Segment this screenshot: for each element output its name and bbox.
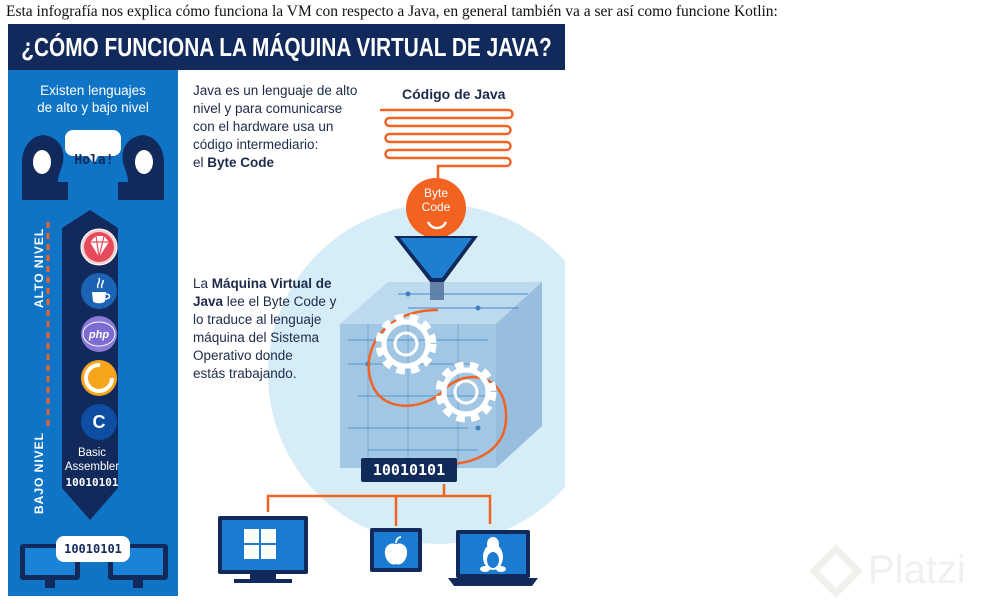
code-line <box>380 108 514 182</box>
java-description: Java es un lenguaje de alto nivel y para… <box>193 83 358 170</box>
caption-text: Esta infografía nos explica cómo funcion… <box>6 3 778 20</box>
byte-code-circle <box>406 178 466 238</box>
speech-bubble <box>65 130 121 156</box>
binary-bubble <box>56 536 130 562</box>
platzi-watermark <box>809 544 863 598</box>
byte-code-label-2: Code <box>422 200 451 214</box>
linux-laptop <box>448 530 538 586</box>
bottom-binary-text: 10010101 <box>64 542 122 556</box>
php-icon: php <box>88 329 109 341</box>
apple-icon <box>384 536 408 565</box>
jvm-graphic: Byte Code <box>218 108 565 586</box>
infographic-title: ¿CÓMO FUNCIONA LA MÁQUINA VIRTUAL DE JAV… <box>8 24 565 70</box>
java-code-title: Código de Java <box>402 86 506 102</box>
speech-text: Hola! <box>74 153 114 168</box>
basic-binary: 10010101 <box>66 476 119 489</box>
csharp-icon <box>84 363 114 393</box>
java-icon <box>92 277 111 304</box>
gear-icon <box>375 313 437 375</box>
windows-icon <box>244 529 276 559</box>
ruby-icon <box>90 236 109 257</box>
head-right-icon <box>118 135 164 200</box>
head-left-icon <box>22 135 68 200</box>
basic-label: Basic <box>78 447 106 459</box>
apple-monitor <box>370 528 422 572</box>
levels-graphic: php C Basic Assembler 10010101 1 <box>20 130 168 588</box>
levels-title: Existen lenguajes de alto y bajo nivel <box>37 83 149 115</box>
platzi-logo-icon <box>809 544 863 598</box>
windows-monitor <box>218 516 308 583</box>
byte-code-label-1: Byte <box>424 186 448 200</box>
language-levels-panel: Existen lenguajes de alto y bajo nivel <box>8 70 178 596</box>
assembler-label: Assembler <box>65 461 119 473</box>
gear-icon <box>435 361 497 423</box>
platzi-wordmark: Platzi <box>868 548 966 592</box>
vm-description: La Máquina Virtual de Java lee el Byte C… <box>193 276 337 381</box>
c-icon: C <box>93 412 106 432</box>
binary-output: 10010101 <box>361 458 457 482</box>
linux-icon <box>480 537 506 572</box>
jvm-infographic: ¿CÓMO FUNCIONA LA MÁQUINA VIRTUAL DE JAV… <box>8 24 565 596</box>
